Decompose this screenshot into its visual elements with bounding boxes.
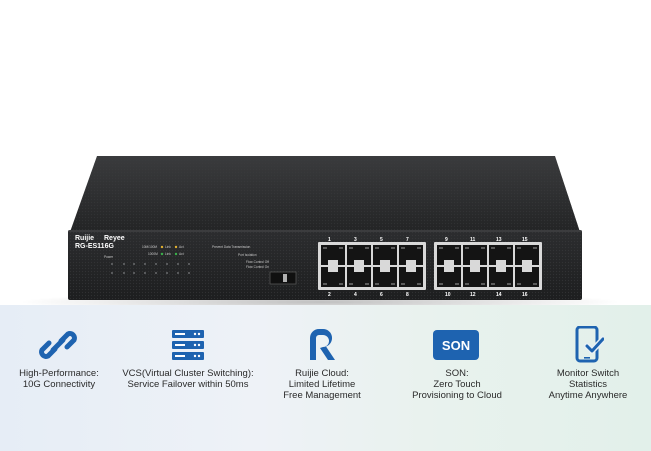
son-badge-label: SON (442, 338, 470, 353)
rj45-port (515, 267, 539, 287)
led-speed-label-2: 1000M (148, 252, 158, 256)
svg-text:Act: Act (179, 252, 184, 256)
setting-label-3: Flow Control Off (246, 260, 269, 264)
feature-10g-connectivity: High-Performance: 10G Connectivity (0, 305, 120, 451)
top-port-numbers: 1 3 5 7 9 11 13 15 (328, 237, 528, 243)
rj45-port (437, 245, 461, 265)
rj45-port (437, 267, 461, 287)
feature-line: Zero Touch (433, 379, 481, 390)
svg-text:Link: Link (165, 252, 171, 256)
rj45-port (321, 267, 345, 287)
link-icon (38, 325, 78, 365)
port-number: 16 (522, 292, 528, 298)
port-number: 3 (354, 237, 357, 243)
port-number: 1 (328, 237, 331, 243)
rj45-port (373, 245, 397, 265)
feature-line: Monitor Switch (556, 368, 620, 379)
setting-label-1: Prevent Data Transmission (212, 245, 250, 249)
rj45-port (321, 245, 345, 265)
feature-line: High-Performance: (19, 368, 99, 379)
phone-check-icon (572, 325, 606, 365)
port-number: 14 (496, 292, 502, 298)
rj45-port (373, 267, 397, 287)
feature-line: Free Management (283, 390, 361, 401)
port-number: 7 (406, 237, 409, 243)
led-act-label: Act (179, 245, 184, 249)
led-link-label: Link (165, 245, 171, 249)
rj45-port (489, 267, 513, 287)
bottom-port-numbers: 2 4 6 8 10 12 14 16 (328, 292, 528, 298)
port-number: 4 (354, 292, 357, 298)
setting-label-2: Port Isolation (238, 253, 257, 257)
ethernet-ports (318, 242, 542, 290)
port-number: 13 (496, 237, 502, 243)
rj45-port (399, 245, 423, 265)
son-badge-icon: SON (432, 325, 480, 365)
feature-line: Statistics (568, 379, 607, 390)
status-leds (111, 263, 190, 274)
port-number: 6 (380, 292, 383, 298)
switch-product-image: Ruijie Reyee RG-ES116G 10M/100M Link Act… (20, 156, 620, 305)
feature-line: SON: (445, 368, 469, 379)
rj45-port (489, 245, 513, 265)
feature-line: VCS(Virtual Cluster Switching): (122, 368, 254, 379)
feature-line: Anytime Anywhere (548, 390, 628, 401)
rj45-port (347, 267, 371, 287)
brand-reyee-logo: Reyee (104, 235, 125, 242)
setting-label-4: Flow Control On (246, 265, 269, 269)
port-number: 8 (406, 292, 409, 298)
port-number: 5 (380, 237, 383, 243)
rj45-port (515, 245, 539, 265)
ruijie-cloud-logo-icon (304, 325, 340, 365)
feature-line: Service Failover within 50ms (127, 379, 249, 390)
feature-strip: High-Performance: 10G Connectivity VCS(V… (0, 305, 651, 451)
feature-line: Ruijie Cloud: (295, 368, 349, 379)
feature-line: Limited Lifetime (288, 379, 356, 390)
model-label: RG-ES116G (75, 243, 114, 250)
feature-line: Provisioning to Cloud (412, 390, 502, 401)
power-label: Power (104, 255, 114, 259)
port-number: 2 (328, 292, 331, 298)
port-number: 15 (522, 237, 528, 243)
feature-ruijie-cloud: Ruijie Cloud: Limited Lifetime Free Mana… (262, 305, 382, 451)
led-speed-label-1: 10M/100M (142, 245, 157, 249)
feature-son: SON SON: Zero Touch Provisioning to Clou… (392, 305, 522, 451)
feature-line: 10G Connectivity (22, 379, 96, 390)
rj45-port (463, 267, 487, 287)
feature-vcs: VCS(Virtual Cluster Switching): Service … (118, 305, 263, 451)
port-number: 12 (470, 292, 476, 298)
port-number: 11 (470, 237, 476, 243)
feature-monitor-statistics: Monitor Switch Statistics Anytime Anywhe… (528, 305, 648, 451)
rj45-port (463, 245, 487, 265)
port-number: 10 (445, 292, 451, 298)
rj45-port (347, 245, 371, 265)
port-number: 9 (445, 237, 448, 243)
rj45-port (399, 267, 423, 287)
brand-ruijie-logo: Ruijie (75, 235, 94, 242)
server-stack-icon (170, 325, 206, 365)
